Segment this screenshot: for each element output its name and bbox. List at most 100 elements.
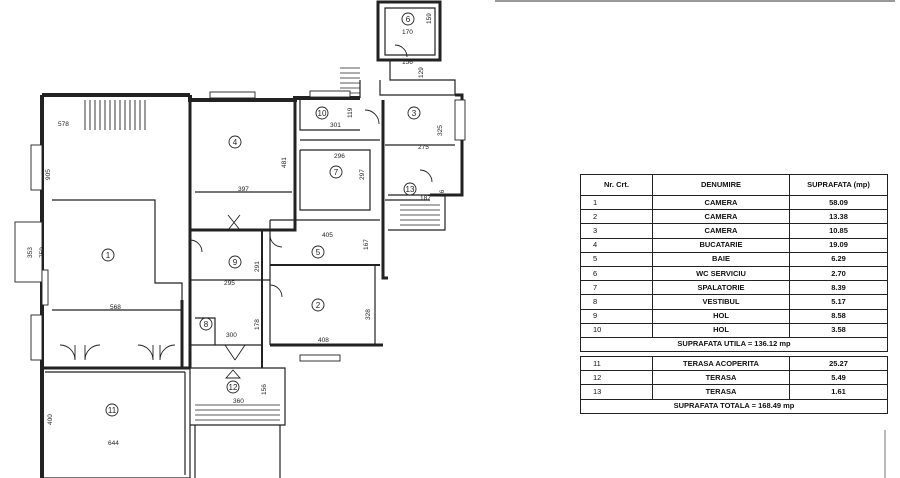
row-name: SPALATORIE	[652, 280, 790, 296]
dimension-label: 167	[363, 239, 370, 250]
room-label-4: 4	[233, 138, 238, 147]
row-area: 58.09	[789, 194, 888, 211]
row-name: TERASA	[652, 384, 790, 400]
dimension-label: 297	[359, 169, 366, 180]
room-label-9: 9	[233, 258, 238, 267]
row-area: 5.17	[789, 294, 888, 310]
row-area: 13.38	[789, 209, 888, 225]
row-area: 2.70	[789, 265, 888, 282]
row-nr: 10	[580, 322, 653, 338]
subtotal-row: SUPRAFATA UTILA = 136.12 mp	[580, 336, 888, 353]
dimension-label: 405	[322, 232, 333, 239]
dimension-label: 159	[426, 13, 433, 24]
dimension-label: 400	[47, 414, 54, 425]
dimension-label: 397	[238, 186, 249, 193]
row-area: 5.49	[789, 370, 888, 386]
dimension-label: 296	[334, 153, 345, 160]
row-name: HOL	[652, 308, 790, 324]
dimension-label: 481	[281, 157, 288, 168]
dimension-label: 300	[226, 332, 237, 339]
row-nr: 7	[580, 280, 653, 296]
room-label-1: 1	[106, 251, 111, 260]
room-label-5: 5	[316, 248, 321, 257]
header-nr: Nr. Crt.	[580, 174, 653, 196]
dimension-label: 325	[437, 125, 444, 136]
room-labels: 1 2 3 4 5 6 7 8 9 10 11 12 13	[106, 15, 417, 415]
total-label: SUPRAFATA TOTALA = 168.49 mp	[580, 398, 888, 414]
room-label-7: 7	[334, 168, 339, 177]
row-name: VESTIBUL	[652, 294, 790, 310]
room-label-10: 10	[318, 109, 327, 118]
top-border-line	[495, 0, 895, 2]
header-area: SUPRAFATA (mp)	[789, 174, 888, 196]
right-edge-line	[884, 430, 886, 478]
row-nr: 4	[580, 237, 653, 253]
dimension-label: 905	[45, 169, 52, 180]
dimension-label: 360	[233, 398, 244, 405]
windows	[14, 90, 466, 362]
dimension-label: 170	[402, 29, 413, 36]
room-markers	[101, 12, 421, 417]
row-nr: 8	[580, 294, 653, 310]
row-name: WC SERVICIU	[652, 265, 790, 282]
dimension-label: 644	[108, 440, 119, 447]
dimension-label: 568	[110, 304, 121, 311]
dimension-label: 187	[420, 195, 431, 202]
row-nr: 12	[580, 370, 653, 386]
row-area: 19.09	[789, 237, 888, 253]
row-nr: 3	[580, 223, 653, 239]
dimension-label: 156	[402, 59, 413, 66]
row-name: TERASA ACOPERITA	[652, 356, 790, 372]
row-nr: 6	[580, 265, 653, 282]
dimension-label: 408	[318, 337, 329, 344]
row-name: CAMERA	[652, 194, 790, 211]
room-label-2: 2	[316, 301, 321, 310]
walls	[40, 0, 464, 478]
row-area: 6.29	[789, 251, 888, 267]
row-nr: 9	[580, 308, 653, 324]
stairs-main	[84, 100, 146, 130]
dimension-label: 178	[254, 319, 261, 330]
row-area: 1.61	[789, 384, 888, 400]
dimension-label: 328	[365, 309, 372, 320]
row-name: CAMERA	[652, 223, 790, 239]
row-area: 10.85	[789, 223, 888, 239]
total-row: SUPRAFATA TOTALA = 168.49 mp	[580, 398, 888, 414]
row-name: HOL	[652, 322, 790, 338]
dimension-label: 275	[418, 144, 429, 151]
header-name: DENUMIRE	[652, 174, 790, 196]
room-label-8: 8	[204, 320, 209, 329]
dimension-label: 129	[418, 67, 425, 78]
dimension-label: 119	[347, 107, 354, 118]
dimension-label: 750	[39, 247, 46, 258]
dimension-labels: 578 905 353 750 568 397 481 405 167 295 …	[27, 13, 446, 447]
row-area: 3.58	[789, 322, 888, 338]
dimension-label: 291	[254, 261, 261, 272]
room-label-13: 13	[406, 185, 415, 194]
room-label-11: 11	[108, 406, 117, 415]
subtotal-label: SUPRAFATA UTILA = 136.12 mp	[580, 336, 888, 353]
room-label-12: 12	[229, 383, 238, 392]
dimension-label: 301	[330, 122, 341, 129]
entry-arrow	[225, 369, 241, 379]
dimension-label: 156	[261, 384, 268, 395]
dimension-label: 353	[27, 247, 34, 258]
row-area: 8.39	[789, 280, 888, 296]
row-nr: 13	[580, 384, 653, 400]
row-area: 8.58	[789, 308, 888, 324]
stairs-side	[195, 67, 440, 421]
table-header-row: Nr. Crt. DENUMIRE SUPRAFATA (mp)	[580, 174, 888, 196]
row-nr: 5	[580, 251, 653, 267]
dimension-label: 578	[58, 121, 69, 128]
